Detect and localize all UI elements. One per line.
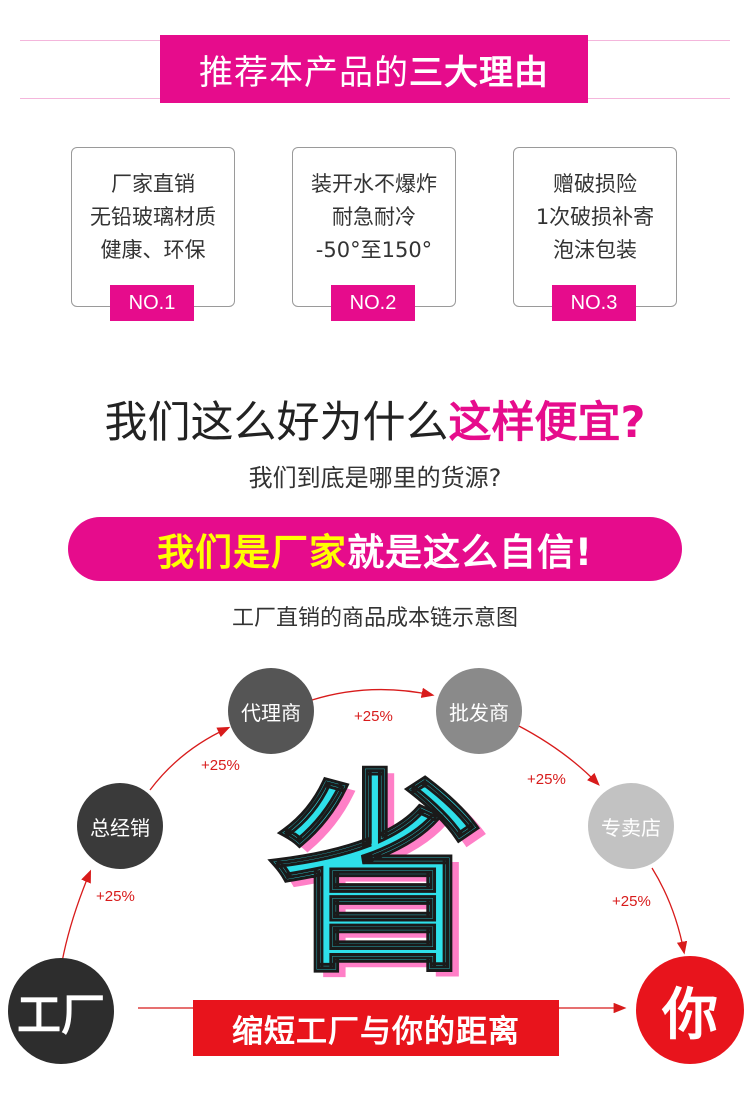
reason-card-2: 装开水不爆炸 耐急耐冷 -50°至150° NO.2 <box>292 147 456 321</box>
reason-card-1: 厂家直销 无铅玻璃材质 健康、环保 NO.1 <box>71 147 235 321</box>
node-general-distributor-label: 总经销 <box>90 815 150 840</box>
markup-label-1: +25% <box>96 888 135 905</box>
arrow-factory-to-distributor <box>61 869 91 963</box>
node-store: 专卖店 <box>588 783 674 869</box>
reason-1-line-3: 健康、环保 <box>100 238 206 262</box>
confidence-pill: 我们是厂家就是这么自信! <box>68 517 682 581</box>
distance-banner: 缩短工厂与你的距离 <box>193 1000 559 1056</box>
node-wholesaler-label: 批发商 <box>449 700 509 725</box>
reason-3-line-2: 1次破损补寄 <box>535 205 655 229</box>
save-character: 省 <box>268 751 486 1002</box>
node-wholesaler: 批发商 <box>436 668 522 754</box>
reason-3-line-3: 泡沫包装 <box>553 238 637 262</box>
chain-caption: 工厂直销的商品成本链示意图 <box>231 606 518 631</box>
node-you: 你 <box>636 956 744 1064</box>
markup-label-3: +25% <box>354 708 393 725</box>
node-general-distributor: 总经销 <box>77 783 163 869</box>
section-title-bold: 三大理由 <box>409 52 549 93</box>
arrow-store-to-you <box>651 867 688 955</box>
pill-white-text: 就是这么自信! <box>347 531 593 574</box>
reason-2-badge: NO.2 <box>331 285 415 321</box>
headline-normal: 我们这么好为什么 <box>104 398 449 448</box>
markup-label-5: +25% <box>612 893 651 910</box>
headline-highlight: 这样便宜? <box>448 398 646 448</box>
node-factory-label: 工厂 <box>17 990 105 1041</box>
reason-3-line-1: 赠破损险 <box>553 172 637 196</box>
reason-1-badge: NO.1 <box>110 285 194 321</box>
pill-yellow-text: 我们是厂家 <box>157 531 348 574</box>
node-store-label: 专卖店 <box>601 815 661 840</box>
reason-2-line-3: -50°至150° <box>315 238 433 262</box>
arrow-wholesaler-to-store <box>516 724 600 786</box>
headline: 我们这么好为什么这样便宜? <box>0 388 750 450</box>
reason-1-line-2: 无铅玻璃材质 <box>90 205 216 229</box>
reason-2-line-2: 耐急耐冷 <box>332 205 416 229</box>
reason-card-3: 赠破损险 1次破损补寄 泡沫包装 NO.3 <box>513 147 677 321</box>
arrow-distributor-to-agent <box>149 726 231 791</box>
markup-label-4: +25% <box>527 771 566 788</box>
node-factory: 工厂 <box>8 958 114 1064</box>
markup-label-2: +25% <box>201 757 240 774</box>
reason-2-line-1: 装开水不爆炸 <box>311 172 437 196</box>
section-title: 推荐本产品的三大理由 <box>160 35 588 103</box>
reason-3-badge: NO.3 <box>552 285 636 321</box>
node-you-label: 你 <box>662 982 718 1048</box>
node-agent-label: 代理商 <box>241 700 301 725</box>
source-question: 我们到底是哪里的货源? <box>248 464 502 492</box>
reason-1-line-1: 厂家直销 <box>111 172 195 196</box>
node-agent: 代理商 <box>228 668 314 754</box>
arrow-agent-to-wholesaler <box>311 687 435 701</box>
section-title-normal: 推荐本产品的 <box>199 52 409 93</box>
